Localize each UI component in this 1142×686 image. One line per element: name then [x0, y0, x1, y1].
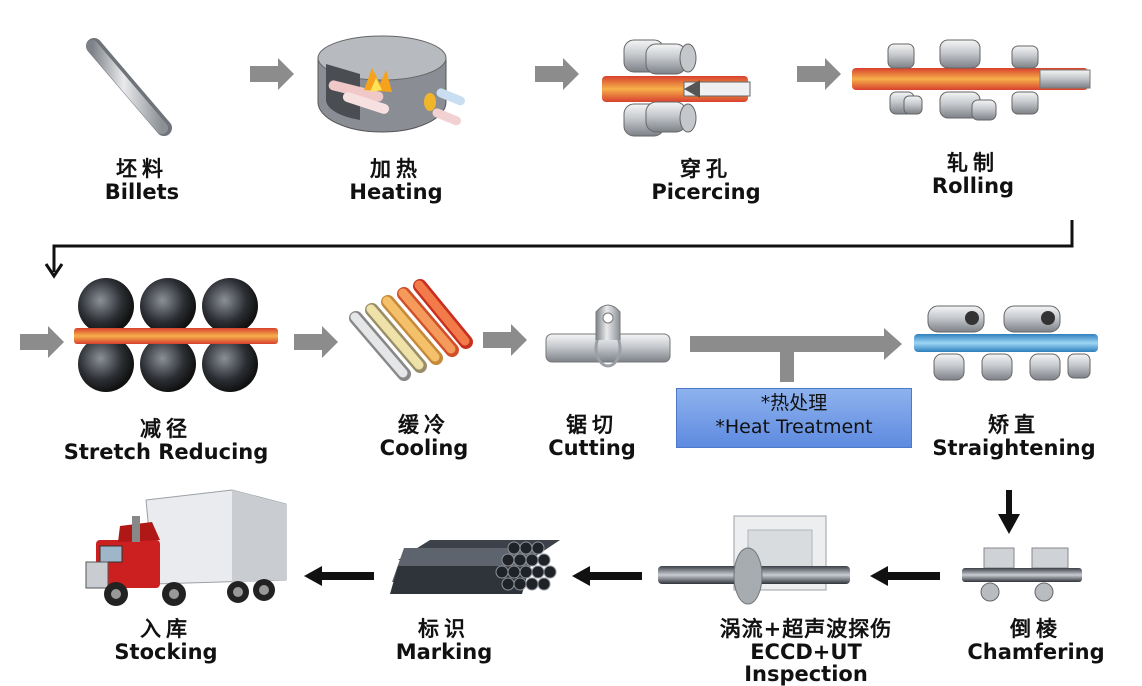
row-connector-arrow [44, 220, 1074, 279]
step-marking-en: Marking [395, 639, 493, 664]
flow-arrow-1 [250, 58, 294, 90]
straightener-icon [914, 305, 1098, 381]
step-straightening: 矫直 Straightening [894, 414, 1134, 459]
step-cutting: 锯切 Cutting [472, 414, 712, 459]
heat-treatment-bypass-arrow [690, 328, 902, 382]
step-chamfering-zh: 倒棱 [1010, 617, 1062, 641]
step-piercing: 穿孔 Picercing [586, 158, 826, 203]
step-chamfering: 倒棱 Chamfering [916, 618, 1142, 663]
flow-arrow-9 [304, 566, 374, 586]
step-stocking-en: Stocking [114, 639, 218, 664]
step-billets-en: Billets [104, 179, 180, 204]
step-billets: 坯料 Billets [22, 158, 262, 203]
step-stocking-zh: 入库 [140, 617, 192, 641]
step-cutting-zh: 锯切 [566, 413, 618, 437]
furnace-icon [317, 35, 465, 133]
step-billets-zh: 坯料 [116, 157, 168, 181]
step-marking: 标识 Marking [324, 618, 564, 663]
step-stocking: 入库 Stocking [46, 618, 286, 663]
step-straightening-zh: 矫直 [988, 413, 1040, 437]
step-stretch-reducing: 减径 Stretch Reducing [46, 418, 286, 463]
step-inspection-en: ECCD+UT Inspection [744, 639, 868, 686]
eddy-ultrasonic-tester-icon [658, 515, 850, 605]
flow-arrow-8 [572, 566, 642, 586]
step-rolling-en: Rolling [931, 173, 1015, 198]
saw-icon [545, 304, 671, 368]
flow-arrow-3 [797, 58, 841, 90]
step-piercing-zh: 穿孔 [680, 157, 732, 181]
step-inspection-zh: 涡流+超声波探伤 [719, 617, 893, 641]
step-rolling: 轧制 Rolling [853, 152, 1093, 197]
step-straightening-en: Straightening [932, 435, 1096, 460]
pipe-bundle-icon [390, 540, 560, 594]
step-heating-zh: 加热 [370, 157, 422, 181]
billet-rod-icon [86, 38, 172, 136]
step-piercing-en: Picercing [651, 179, 761, 204]
step-cooling-zh: 缓冷 [398, 413, 450, 437]
step-stretch-reducing-en: Stretch Reducing [63, 439, 269, 464]
heat-treatment-zh: *热处理 [760, 392, 828, 414]
truck-icon [85, 489, 287, 606]
step-rolling-zh: 轧制 [947, 151, 999, 175]
rolling-mill-icon [852, 39, 1091, 121]
step-cooling-en: Cooling [379, 435, 469, 460]
flow-arrow-4 [20, 326, 64, 358]
flow-arrow-7 [870, 566, 940, 586]
down-arrow [998, 490, 1020, 534]
step-cooling: 缓冷 Cooling [304, 414, 544, 459]
step-heating: 加热 Heating [276, 158, 516, 203]
step-stretch-reducing-zh: 减径 [140, 417, 192, 441]
flow-arrow-5 [294, 326, 338, 358]
step-chamfering-en: Chamfering [967, 639, 1105, 664]
step-cutting-en: Cutting [548, 435, 636, 460]
flow-arrow-2 [535, 58, 579, 90]
heat-treatment-box: *热处理 *Heat Treatment [676, 388, 912, 448]
stretch-reducer-icon [74, 278, 278, 392]
cooling-bed-icon [349, 279, 473, 381]
heat-treatment-en: *Heat Treatment [715, 415, 873, 438]
piercing-mill-icon [602, 39, 751, 137]
step-heating-en: Heating [349, 179, 443, 204]
chamfer-machine-icon [962, 547, 1082, 602]
flow-arrow-6 [483, 324, 527, 356]
step-marking-zh: 标识 [418, 617, 470, 641]
